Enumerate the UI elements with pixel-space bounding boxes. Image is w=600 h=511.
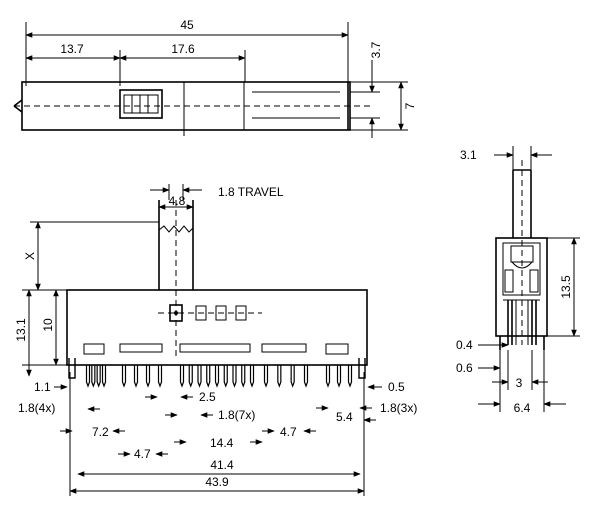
terminal-pin (325, 365, 331, 388)
side-pins (499, 300, 545, 350)
terminal-pin (121, 365, 127, 388)
terminal-pin (303, 365, 309, 388)
front-slot-window (158, 304, 262, 322)
dim-upper-height: 10 (41, 318, 55, 332)
terminal-pin (206, 365, 211, 388)
front-body (66, 289, 368, 366)
dim-pin-span: 41.4 (210, 458, 234, 472)
dim-gap-5-4: 5.4 (336, 410, 353, 424)
terminal-pin (157, 365, 163, 388)
front-view: 1.8 TRAVEL 4.8 X 10 13 (14, 184, 417, 496)
dim-overall-length: 45 (180, 18, 194, 32)
dim-x: X (23, 252, 37, 260)
terminal-pin (133, 365, 139, 388)
mounting-leg (358, 358, 366, 379)
dim-pitch-7-2: 7.2 (92, 425, 109, 439)
dim-actuator-width: 3.1 (460, 148, 477, 162)
side-view: 3.1 13.5 0.4 0.6 3 6.4 (456, 146, 580, 415)
dim-left-offset: 13.7 (60, 42, 84, 56)
terminal-pin (290, 365, 295, 388)
terminal-pin (263, 365, 269, 388)
side-body (495, 160, 548, 345)
dim-window-length: 17.6 (171, 42, 195, 56)
terminal-pin (277, 365, 282, 388)
terminal-pin (249, 365, 255, 388)
terminal-pin (188, 365, 193, 388)
terminal-pin (214, 365, 220, 388)
dim-left-pitch: 1.8(4x) (18, 401, 55, 415)
terminal-pin (96, 365, 101, 388)
dim-travel-width: 4.8 (169, 194, 186, 208)
mounting-leg (68, 358, 76, 379)
dim-overall-width: 43.9 (205, 475, 229, 489)
terminal-pin (232, 365, 237, 388)
dim-right-pitch: 1.8(3x) (380, 401, 417, 415)
top-view-window (119, 89, 163, 119)
dim-body-height: 13.1 (14, 318, 28, 342)
dim-span-14-4: 14.4 (210, 436, 234, 450)
terminal-pin (347, 365, 353, 388)
top-view: 45 13.7 17.6 3.7 7 (13, 18, 417, 138)
travel-label: 1.8 TRAVEL (218, 185, 284, 199)
terminal-pin (101, 365, 107, 388)
dim-right-gap: 0.5 (388, 380, 405, 394)
terminal-pin (91, 365, 96, 388)
dim-pitch-4-7-a: 4.7 (134, 447, 151, 461)
front-contact-blocks (83, 343, 349, 355)
dim-mid-pitch: 1.8(7x) (218, 408, 255, 422)
dim-gap-2-5: 2.5 (199, 390, 216, 404)
dim-left-gap: 1.1 (34, 380, 51, 394)
dim-top-height: 7 (403, 102, 417, 109)
dim-pin-spacing: 3 (516, 376, 523, 390)
terminal-pin (241, 365, 246, 388)
dim-side-height: 13.5 (559, 275, 573, 299)
dim-pin-width: 0.4 (456, 338, 473, 352)
terminal-pin (336, 365, 342, 388)
terminal-pin (223, 365, 228, 388)
top-view-outline (13, 81, 372, 136)
terminal-pin (145, 365, 151, 388)
front-pins (68, 358, 366, 388)
front-actuator (158, 200, 194, 360)
dim-pitch-4-7-b: 4.7 (280, 425, 297, 439)
dim-row-spacing: 6.4 (514, 401, 531, 415)
terminal-pin (197, 365, 202, 388)
terminal-pin (85, 365, 91, 388)
dim-right-offset: 3.7 (369, 41, 383, 58)
dim-pin-offset: 0.6 (456, 361, 473, 375)
terminal-pin (179, 365, 185, 388)
